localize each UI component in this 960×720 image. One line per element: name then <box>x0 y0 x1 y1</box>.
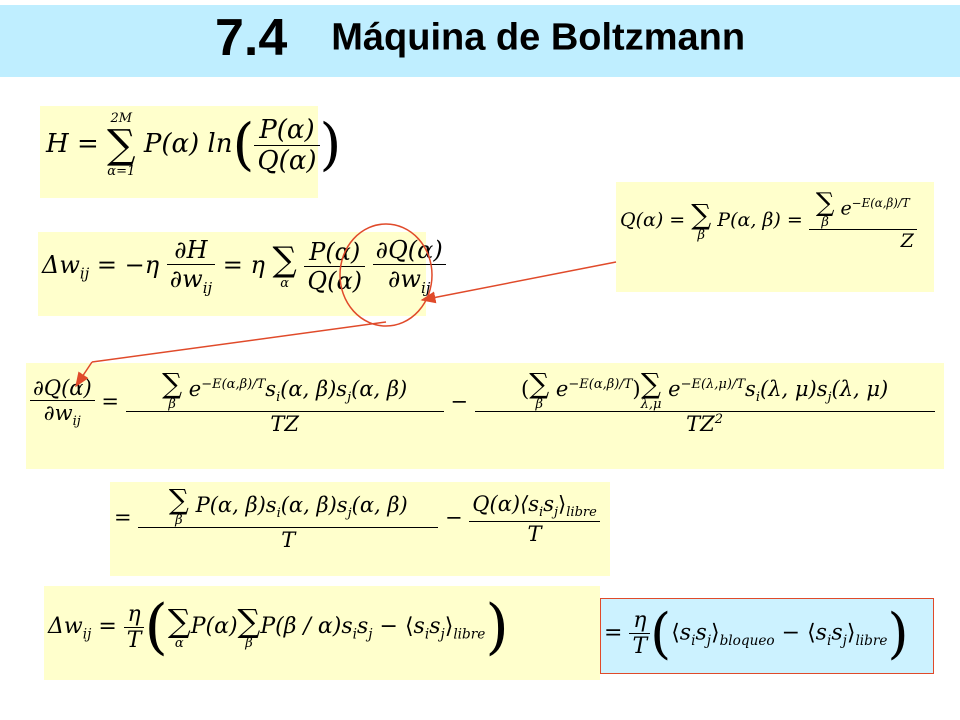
eq1-lhs: H = <box>46 129 99 159</box>
sum-symbol: ∑λ,μ <box>640 367 662 412</box>
eq1-body: P(α) ln <box>143 129 233 159</box>
equation-box-result <box>600 598 934 674</box>
sum-symbol: ∑β <box>162 367 183 412</box>
sum-symbol: ∑β <box>529 367 550 412</box>
equation-box-entropy <box>40 106 318 198</box>
equation-box-weight-gradient <box>38 232 426 316</box>
highlighted-derivative: ∂Q(α)∂wij <box>372 236 446 297</box>
arrow-to-derivative-head <box>75 361 93 388</box>
sum-symbol: ∑β <box>691 197 712 243</box>
arrow-to-derivative <box>91 321 387 363</box>
arrow-to-marginal <box>420 261 617 304</box>
section-title: Máquina de Boltzmann <box>331 16 746 59</box>
sum-symbol: ∑β <box>815 188 835 230</box>
equation-box-derivative-expansion <box>26 363 944 469</box>
equation-derivative-expansion: ∂Q(α)∂wij = ∑β e−E(α,β)/Tsi(α, β)sj(α, β… <box>30 370 935 436</box>
equation-weight-gradient: Δwij = −η ∂H∂wij = η ∑α P(α)Q(α) ∂Q(α)∂w… <box>42 236 446 297</box>
sum-symbol: ∑α <box>272 239 297 291</box>
highlight-circle <box>339 223 433 327</box>
sum-symbol: ∑β <box>237 601 261 651</box>
equation-simplified: = ∑β P(α, β)si(α, β)sj(α, β)T − Q(α)⟨sis… <box>114 486 600 552</box>
title-band <box>0 5 960 77</box>
equation-box-simplified <box>110 482 610 576</box>
sum-symbol: ∑α <box>167 601 191 651</box>
section-number: 7.4 <box>214 9 288 67</box>
equation-box-marginal <box>616 182 934 292</box>
slide-title: 7.4 Máquina de Boltzmann <box>0 8 960 68</box>
sum-symbol: ∑β <box>168 483 189 528</box>
eq1-fraction: P(α)Q(α) <box>254 115 320 176</box>
equation-entropy: H = 2M∑α=1 P(α) ln(P(α)Q(α)) <box>46 111 342 179</box>
sum-symbol: 2M∑α=1 <box>107 111 136 179</box>
equation-box-update-rule <box>44 586 600 680</box>
